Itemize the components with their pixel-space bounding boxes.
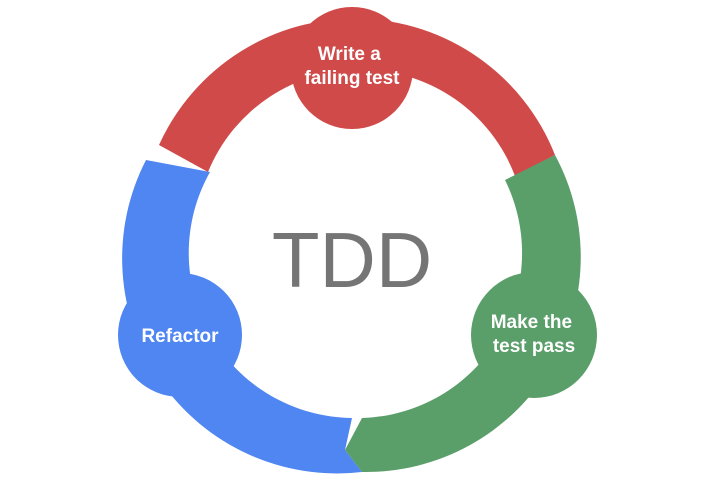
- make-test-pass-node: [471, 272, 597, 398]
- make-test-pass-stage: Make the test pass: [345, 155, 597, 473]
- svg-text:Write a failing test: Write a failing test: [304, 44, 400, 89]
- refactor-stage: Refactor: [118, 160, 362, 474]
- make-test-pass-label-line1: Make the: [491, 312, 572, 333]
- write-failing-test-label-line2: failing test: [304, 68, 400, 89]
- svg-text:Make the test pass: Make the test pass: [491, 312, 578, 357]
- svg-text:Refactor: Refactor: [141, 326, 219, 347]
- center-title: TDD: [272, 216, 432, 304]
- write-failing-test-label-line1: Write a: [318, 44, 381, 65]
- write-failing-test-arc: [159, 18, 555, 176]
- write-failing-test-node: [291, 7, 413, 129]
- refactor-node: [118, 273, 242, 397]
- refactor-label: Refactor: [141, 326, 219, 347]
- make-test-pass-label-line2: test pass: [493, 336, 575, 357]
- write-failing-test-stage: Write a failing test: [159, 7, 555, 176]
